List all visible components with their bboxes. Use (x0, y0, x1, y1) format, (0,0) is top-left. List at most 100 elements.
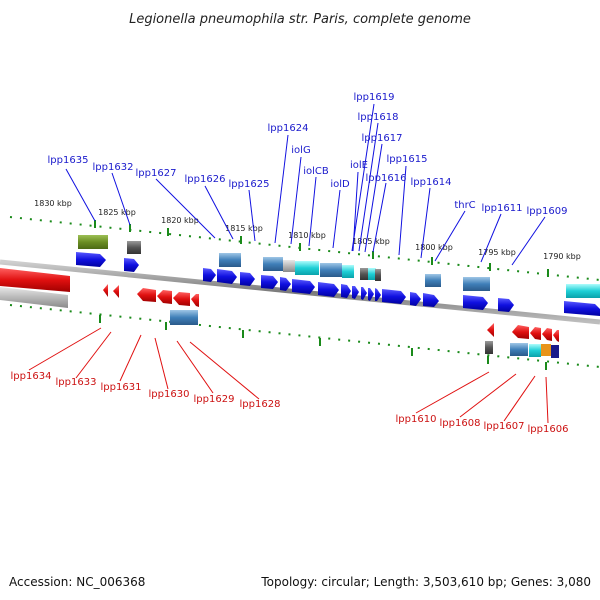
leader-line (204, 185, 234, 240)
forward-gene (203, 268, 216, 282)
gene-label: iolE (350, 160, 368, 171)
gene-label: lpp1630 (149, 389, 190, 400)
gene-label: lpp1606 (528, 424, 569, 435)
leader-line (415, 371, 490, 414)
gene-label: lpp1628 (240, 399, 281, 410)
leader-line (352, 171, 359, 252)
upper-feature-blocks (78, 235, 600, 298)
forward-gene (498, 298, 514, 312)
reverse-gene (103, 284, 108, 297)
feature-block (463, 277, 490, 291)
forward-gene (382, 289, 406, 304)
leader-line (358, 122, 379, 252)
reverse-gene (173, 292, 190, 306)
scale-track (9, 216, 600, 370)
reverse-gene (553, 330, 559, 342)
feature-block (566, 284, 600, 298)
scale-label: 1790 kbp (543, 252, 581, 261)
feature-block (342, 265, 354, 278)
reverse-gene (542, 328, 552, 341)
scale-label: 1805 kbp (352, 237, 390, 246)
leader-line (274, 134, 289, 244)
reverse-gene (157, 290, 172, 304)
forward-gene (352, 286, 359, 299)
leader-line (176, 340, 214, 394)
leader-line (434, 210, 466, 262)
forward-gene (564, 301, 600, 316)
leader-line (119, 334, 142, 382)
forward-gene (240, 272, 255, 286)
reverse-gene (530, 327, 541, 340)
forward-gene (318, 282, 339, 297)
feature-block (368, 268, 376, 280)
leader-line (65, 168, 96, 222)
forward-genes (76, 252, 600, 316)
gene-label: lpp1614 (411, 177, 452, 188)
gene-label: lpp1617 (362, 133, 403, 144)
gene-label: thrC (454, 200, 475, 211)
gene-label: lpp1610 (396, 414, 437, 425)
gene-label: lpp1616 (366, 173, 407, 184)
feature-block (219, 253, 241, 267)
leader-line (545, 376, 549, 424)
forward-gene (375, 288, 381, 301)
feature-block (529, 344, 541, 357)
forward-gene (292, 279, 315, 294)
top-gene-labels: lpp1635 lpp1632 lpp1627 lpp1626 lpp1625 … (48, 92, 568, 217)
gene-label: lpp1631 (101, 382, 142, 393)
scale-labels: 1830 kbp 1825 kbp 1820 kbp 1815 kbp 1810… (34, 199, 581, 261)
reverse-gene (191, 294, 199, 307)
reverse-gene-feature (0, 268, 70, 292)
feature-block (78, 235, 108, 249)
gene-label: lpp1635 (48, 155, 89, 166)
leader-line (480, 213, 502, 263)
forward-gene (463, 295, 488, 310)
gene-label: iolD (330, 179, 350, 190)
gene-label: iolCB (303, 166, 329, 177)
gene-label: lpp1607 (484, 421, 525, 432)
forward-gene (410, 292, 421, 306)
top-leader-lines (65, 103, 546, 266)
topology-text: Topology: circular; Length: 3,503,610 bp… (260, 575, 591, 589)
feature-block (425, 274, 441, 287)
scale-label: 1795 kbp (478, 248, 516, 257)
leader-line (351, 103, 375, 252)
scale-label: 1800 kbp (415, 243, 453, 252)
leader-line (155, 178, 216, 239)
leader-line (372, 182, 387, 253)
gene-label: lpp1626 (185, 174, 226, 185)
leader-line (308, 176, 317, 247)
forward-gene (261, 275, 278, 289)
leader-line (154, 337, 169, 390)
leader-line (503, 375, 536, 422)
gene-label: lpp1619 (354, 92, 395, 103)
feature-block (541, 344, 551, 356)
reverse-genes (103, 284, 559, 342)
leader-line (398, 165, 407, 256)
feature-block (170, 310, 198, 325)
scale-label: 1825 kbp (98, 208, 136, 217)
leader-line (332, 189, 341, 249)
feature-block (283, 260, 295, 272)
leader-line (420, 187, 431, 259)
gene-label: lpp1629 (194, 394, 235, 405)
leader-line (248, 189, 256, 242)
forward-gene (368, 288, 374, 301)
bottom-leader-lines (28, 327, 549, 424)
forward-gene (124, 258, 139, 272)
map-title: Legionella pneumophila str. Paris, compl… (129, 12, 471, 27)
feature-block (320, 263, 342, 277)
leader-line (111, 172, 131, 226)
feature-block (551, 345, 559, 358)
gray-feature (0, 287, 68, 308)
bottom-gene-labels: lpp1634 lpp1633 lpp1631 lpp1630 lpp1629 … (11, 371, 569, 435)
scale-label: 1830 kbp (34, 199, 72, 208)
forward-gene (423, 293, 439, 307)
feature-block (485, 341, 493, 354)
reverse-gene (487, 323, 494, 337)
scale-label: 1815 kbp (225, 224, 263, 233)
gene-label: lpp1615 (387, 154, 428, 165)
accession-text: Accession: NC_006368 (9, 575, 145, 589)
scale-label: 1810 kbp (288, 231, 326, 240)
gene-label: lpp1634 (11, 371, 52, 382)
